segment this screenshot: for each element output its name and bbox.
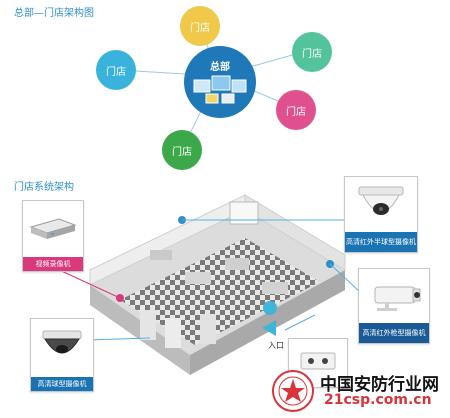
hq-store-diagram-title: 总部—门店架构图 bbox=[14, 8, 94, 19]
store-node-right: 门店 bbox=[292, 32, 332, 72]
speed-dome-camera-icon bbox=[42, 330, 82, 354]
dome-infrared-card: 高清红外半球型摄像机 bbox=[344, 176, 418, 253]
recorder-label: 视频录像机 bbox=[23, 257, 83, 271]
store-node-left: 门店 bbox=[96, 50, 136, 90]
hq-hub: 总部 bbox=[184, 46, 256, 118]
store-node-label: 门店 bbox=[302, 48, 322, 60]
people-counter-icon bbox=[300, 352, 336, 370]
site-name-cn: 中国安防行业网 bbox=[320, 375, 439, 395]
speed-dome-card: 高清球型摄像机 bbox=[30, 318, 94, 392]
recorder-card: 视频录像机 bbox=[22, 200, 84, 272]
store-node-lower-right: 门店 bbox=[276, 90, 316, 130]
hq-monitors-icon bbox=[193, 75, 247, 104]
store-node-label: 门店 bbox=[106, 66, 126, 78]
store-system-title: 门店系统架构 bbox=[14, 182, 74, 193]
store-floor-illustration bbox=[54, 194, 361, 375]
speed-dome-label: 高清球型摄像机 bbox=[31, 377, 93, 391]
video-recorder-icon bbox=[29, 218, 77, 239]
bullet-camera-icon bbox=[374, 286, 421, 311]
store-node-top: 门店 bbox=[180, 6, 220, 46]
site-url: 21csp.com.cn bbox=[324, 392, 432, 408]
store-node-bottom: 门店 bbox=[162, 130, 202, 170]
entrance-label: 入口 bbox=[268, 341, 284, 350]
hq-label: 总部 bbox=[210, 62, 230, 73]
dome-camera-icon bbox=[358, 186, 404, 215]
bullet-infrared-label: 高清红外枪型摄像机 bbox=[359, 323, 429, 343]
bullet-infrared-card: 高清红外枪型摄像机 bbox=[358, 268, 430, 344]
site-logo-icon bbox=[272, 370, 314, 412]
store-node-label: 门店 bbox=[190, 22, 210, 34]
dome-infrared-label: 高清红外半球型摄像机 bbox=[345, 232, 417, 252]
store-node-label: 门店 bbox=[286, 106, 306, 118]
store-node-label: 门店 bbox=[172, 146, 192, 158]
